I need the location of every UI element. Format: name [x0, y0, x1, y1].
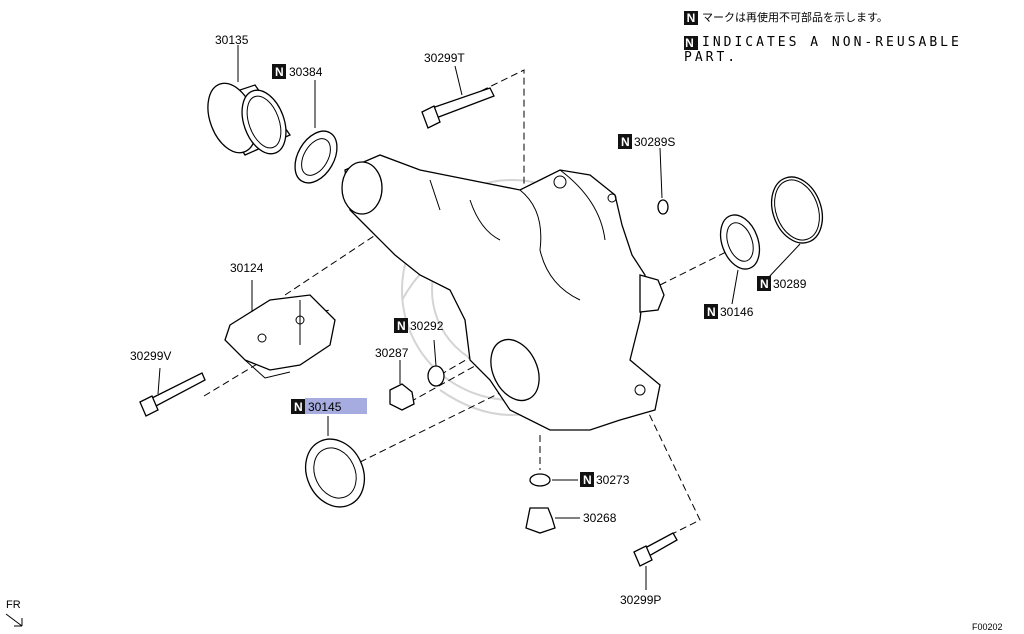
- part-30384: N 30384: [272, 64, 338, 184]
- svg-text:N: N: [294, 400, 303, 414]
- non-reusable-badge: [580, 472, 594, 487]
- transfer-case-housing: [341, 154, 665, 431]
- part-label-30292: 30292: [410, 319, 444, 333]
- legend-japanese-text: マークは再使用不可部品を示します。: [702, 11, 888, 24]
- front-direction-marker: FR: [5, 599, 23, 627]
- part-30124: 30124: [224, 261, 336, 379]
- part-label-30124: 30124: [230, 261, 264, 275]
- part-30273: N 30273: [529, 472, 630, 487]
- non-reusable-badge: N: [684, 11, 698, 25]
- part-label-30299P: 30299P: [620, 593, 661, 607]
- part-30299P: 30299P: [620, 532, 678, 607]
- part-label-30384: 30384: [289, 65, 323, 79]
- part-30289: N 30289: [757, 176, 824, 291]
- svg-text:N: N: [397, 319, 406, 333]
- part-label-30135: 30135: [215, 33, 249, 47]
- non-reusable-badge: [618, 134, 632, 149]
- direction-label: FR: [6, 599, 21, 611]
- part-label-30268: 30268: [583, 511, 617, 525]
- part-30287: 30287: [375, 346, 415, 411]
- non-reusable-badge: [704, 304, 718, 319]
- legend-japanese: N マークは再使用不可部品を示します。: [684, 9, 888, 25]
- part-30268: 30268: [525, 507, 617, 534]
- part-30146: N 30146: [704, 214, 761, 319]
- part-30292: N 30292: [394, 318, 445, 387]
- figure-code: F00202: [972, 622, 1003, 632]
- part-label-30287: 30287: [375, 346, 409, 360]
- non-reusable-badge: [394, 318, 408, 333]
- part-30289S: N 30289S: [618, 134, 675, 215]
- highlight-box: [305, 398, 367, 414]
- part-30145: N 30145: [291, 398, 367, 508]
- front-arrow-icon: [5, 613, 23, 627]
- non-reusable-badge: [757, 276, 771, 291]
- part-label-30145: 30145: [308, 400, 342, 414]
- part-label-30289: 30289: [773, 277, 807, 291]
- non-reusable-badge: [291, 399, 305, 414]
- part-label-30299T: 30299T: [424, 51, 465, 65]
- part-30299V: 30299V: [130, 349, 206, 417]
- svg-text:N: N: [707, 305, 716, 319]
- part-label-30299V: 30299V: [130, 349, 171, 363]
- svg-text:N: N: [275, 65, 284, 79]
- svg-text:N: N: [583, 473, 592, 487]
- legend-english-text: INDICATES A NON-REUSABLE PART.: [684, 35, 962, 65]
- non-reusable-badge: [272, 64, 286, 79]
- part-label-30289S: 30289S: [634, 135, 675, 149]
- part-label-30146: 30146: [720, 305, 754, 319]
- part-30299T: 30299T: [421, 51, 495, 129]
- svg-text:N: N: [760, 277, 769, 291]
- part-label-30273: 30273: [596, 473, 630, 487]
- part-30135: 30135: [207, 33, 291, 156]
- non-reusable-badge: N: [684, 35, 698, 50]
- svg-text:N: N: [621, 135, 630, 149]
